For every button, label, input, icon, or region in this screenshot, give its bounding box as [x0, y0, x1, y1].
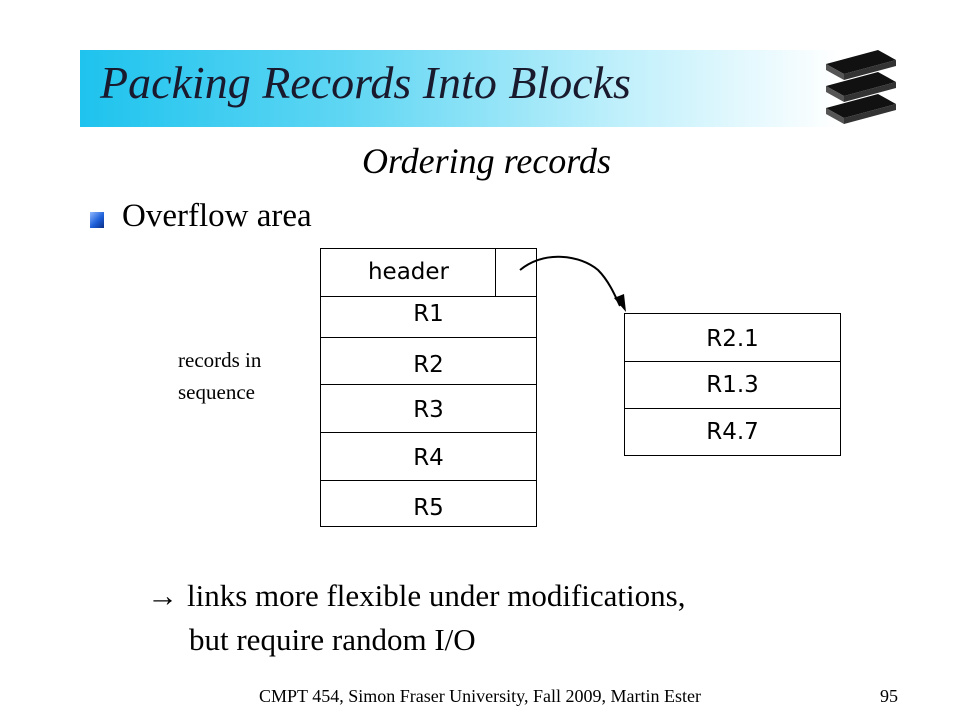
slide-title: Packing Records Into Blocks — [100, 57, 631, 108]
overflow-block-record: R2.1 — [624, 313, 841, 362]
record-label: R1.3 — [706, 372, 759, 398]
record-label: R5 — [413, 495, 444, 521]
record-label: R3 — [413, 397, 444, 423]
main-block-record: R3 — [320, 384, 537, 433]
main-block-record: R5 — [320, 480, 537, 527]
bullet-overflow-area: Overflow area — [122, 198, 312, 234]
record-label: R2.1 — [706, 326, 759, 352]
stacked-blocks-logo-icon — [826, 50, 896, 124]
side-label-line2: sequence — [178, 380, 255, 404]
note-text: → links more flexible under modifications… — [147, 574, 685, 662]
record-label: R4 — [413, 445, 444, 471]
note-line2: but require random I/O — [189, 622, 476, 657]
main-block-header: header — [320, 248, 537, 297]
title-bar — [80, 50, 840, 127]
overflow-block-record: R4.7 — [624, 408, 841, 456]
record-label: R4.7 — [706, 419, 759, 445]
main-block-record: R1 — [320, 296, 537, 338]
main-block-record: R4 — [320, 432, 537, 481]
footer-text: CMPT 454, Simon Fraser University, Fall … — [259, 686, 701, 706]
header-label: header — [367, 259, 450, 285]
record-label: R2 — [413, 352, 444, 378]
slide-subtitle: Ordering records — [362, 141, 611, 181]
side-label-line1: records in — [178, 348, 262, 372]
note-line1: links more flexible under modifications, — [187, 578, 686, 613]
records-in-sequence-label: records in sequence — [178, 344, 261, 408]
main-block-record: R2 — [320, 337, 537, 385]
bullet-icon — [90, 212, 104, 228]
page-number: 95 — [880, 686, 898, 706]
record-label: R1 — [413, 301, 444, 327]
right-arrow-icon: → — [147, 578, 178, 613]
